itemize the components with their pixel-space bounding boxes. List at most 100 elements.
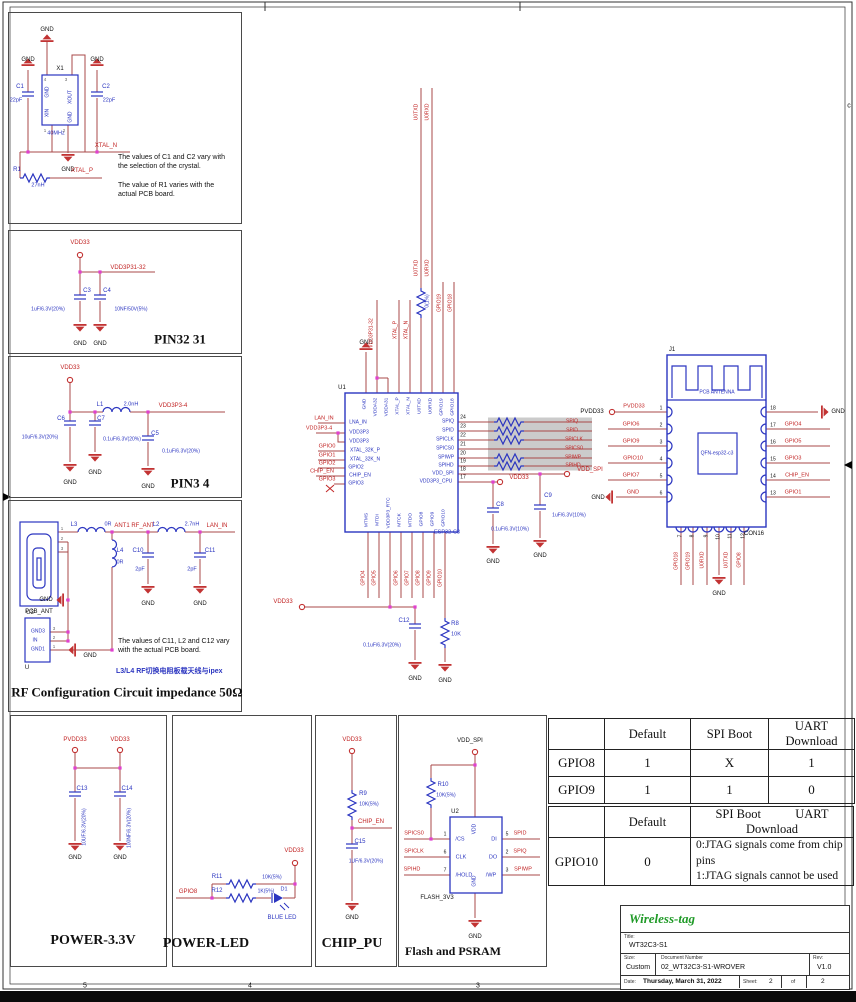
sch-label: MTDO	[408, 512, 414, 528]
sch-label: GPIO10	[623, 455, 643, 462]
sheet-label: Sheet:	[743, 979, 758, 985]
sch-label: 14	[770, 473, 776, 480]
sheet-of-label: of	[791, 979, 796, 985]
sch-label: BLUE LED	[267, 915, 297, 921]
sch-label: 2pF	[187, 566, 197, 573]
sheet-total: 2	[821, 978, 825, 985]
sch-label: PCB_ANT	[25, 609, 53, 615]
sch-label: 1	[443, 831, 447, 838]
sch-label: CHIP_EN	[349, 472, 371, 479]
sch-label: XTAL_N	[94, 143, 118, 149]
sch-label: PVDD33	[623, 403, 645, 410]
sch-label: C4	[103, 288, 111, 294]
sch-label: PVDD33	[580, 409, 604, 415]
block-pin3-4	[8, 356, 242, 498]
sch-label: 3	[476, 982, 480, 990]
sch-label: MTMS	[364, 512, 370, 528]
sch-label: GPIO1	[784, 489, 802, 496]
sch-label: VDD33	[284, 848, 304, 854]
sch-label: 1	[52, 643, 56, 649]
sch-label: L4	[116, 548, 124, 554]
block-crystal	[8, 12, 242, 224]
sch-label: 3	[64, 76, 68, 82]
sch-label: FLASH_3V3	[420, 895, 454, 901]
sch-label: ANT1	[114, 523, 130, 529]
table-cell: 0	[604, 837, 691, 886]
sch-label: MTCK	[397, 513, 403, 527]
sch-label: U1	[338, 385, 346, 391]
company-logo: Wireless-tag	[629, 911, 695, 926]
sch-label: 0.1uF/6.3V(20%)	[162, 448, 200, 455]
sch-label: 4	[43, 76, 47, 82]
sch-label: 19	[460, 458, 466, 465]
sch-label: R9	[359, 791, 367, 797]
sch-label: 4	[659, 456, 663, 463]
sch-label: C11	[204, 548, 216, 554]
sch-label: GPIO10	[437, 568, 444, 588]
rev-label: Rev:	[813, 955, 824, 961]
sch-label: SPIWP	[437, 454, 455, 461]
sch-label: U0TXD	[723, 551, 730, 569]
sch-label: GND	[90, 57, 104, 63]
sch-label: GND	[141, 601, 155, 607]
sch-label: 0(1%)	[424, 294, 431, 308]
sch-label: 2pF	[135, 566, 145, 573]
sch-label: ESP32-C3	[434, 529, 460, 536]
sch-label: U0RXD	[428, 397, 434, 415]
sch-label: U0RXD	[424, 103, 431, 121]
sch-label: GPIO6	[622, 421, 640, 428]
sch-label: GPIO4	[360, 570, 367, 586]
sch-label: 27nH	[31, 182, 45, 189]
sch-label: VDD_SPI	[457, 738, 483, 744]
sch-label: GPIO19	[685, 551, 692, 571]
sch-label: GND	[73, 341, 87, 347]
sch-label: VDD_SPI	[577, 467, 603, 473]
title-value: WT32C3-S1	[629, 942, 668, 949]
block-power-led	[172, 715, 312, 967]
sch-label: 23	[460, 423, 466, 430]
sch-label: XTAL_32K_N	[349, 456, 381, 463]
sch-label: 13	[770, 490, 776, 497]
sch-label: RF_ANT	[131, 523, 155, 529]
sch-label: C6	[57, 416, 65, 422]
sch-label: GND	[44, 86, 51, 98]
table-header-uart: UART Download	[745, 807, 829, 836]
table-cell: 1	[604, 776, 691, 804]
sch-label: LAN_IN	[206, 523, 228, 529]
sch-label: 100NF/6.3V(20%)	[126, 807, 133, 849]
sch-label: 0.1uF/6.3V(20%)	[363, 642, 401, 649]
sch-label: GPIO9	[426, 570, 433, 586]
sch-label: C2	[102, 84, 110, 90]
sch-label: VDD3P3-4	[305, 425, 333, 432]
sch-label: 2	[505, 849, 509, 856]
sch-label: 10K(5%)	[436, 792, 456, 799]
sch-label: SPID	[513, 830, 527, 837]
sch-label: /WP	[485, 872, 497, 879]
sch-label: 22	[460, 432, 466, 439]
left-zone-arrow-icon	[3, 493, 11, 501]
sch-label: GND	[61, 167, 75, 173]
sch-label: R11	[211, 874, 223, 880]
sch-label: C13	[76, 786, 88, 792]
sch-label: CLK	[455, 854, 467, 861]
sch-label: /CS	[455, 836, 465, 843]
sch-label: GND	[362, 398, 368, 410]
sheet-number: 2	[769, 978, 773, 985]
title-block: Wireless-tag Title: WT32C3-S1 Size: Cust…	[620, 905, 850, 990]
sch-label: CHIP_EN	[310, 468, 334, 475]
sch-label: SPICLK	[404, 848, 424, 855]
sch-label: GPIO18	[673, 551, 680, 571]
table-cell: GPIO10	[548, 837, 605, 886]
sch-label: VDD3P3_CPU	[419, 478, 453, 485]
sch-label: GND	[21, 57, 35, 63]
sch-label: GPIO4	[784, 421, 802, 428]
sch-label: 17	[460, 474, 466, 481]
sch-label: 10UF/6.3V(20%)	[81, 808, 88, 846]
sch-label: VDD33	[110, 737, 130, 743]
sch-label: GND1	[31, 646, 45, 653]
sch-label: VDD3P31-32	[368, 318, 375, 348]
sch-label: 10uF/6.3V(20%)	[21, 434, 59, 441]
sch-label: 3	[60, 545, 64, 551]
sch-label: 2	[62, 127, 66, 133]
